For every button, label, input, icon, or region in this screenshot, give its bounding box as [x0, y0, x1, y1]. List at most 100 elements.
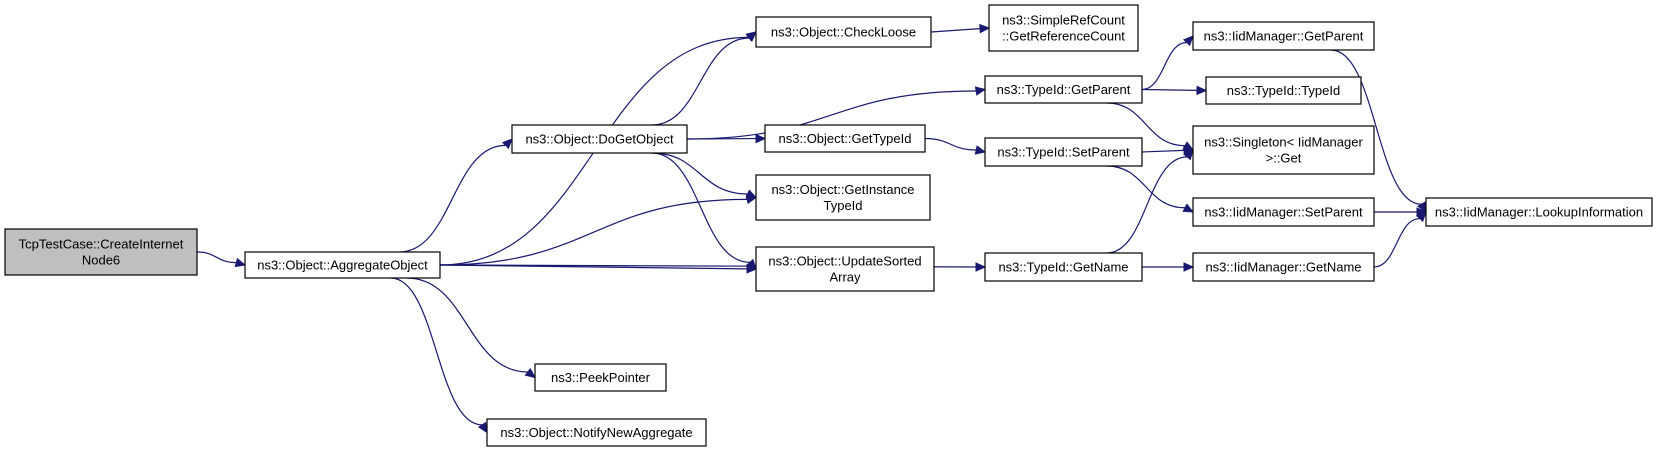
- node-object-gettypeid[interactable]: ns3::Object::GetTypeId: [764, 124, 926, 153]
- node-label: ns3::IidManager::LookupInformation: [1435, 205, 1643, 220]
- node-label: ns3::IidManager::GetParent: [1204, 29, 1364, 44]
- edge-arrowhead: [1183, 262, 1195, 272]
- edge-object-dogetobject-to-typeid-getparent: [686, 86, 987, 140]
- edge-object-dogetobject-to-object-getinstancetypeid: [651, 152, 758, 199]
- edge-arrowhead: [477, 421, 488, 434]
- node-label: ns3::Object::GetTypeId: [779, 131, 912, 146]
- node-label: ::GetReferenceCount: [1002, 29, 1125, 44]
- node-label: ns3::PeekPointer: [551, 370, 651, 385]
- node-label: Array: [829, 270, 861, 285]
- edges-layer: [196, 23, 1428, 434]
- edge-line: [1373, 217, 1420, 268]
- edge-line: [686, 90, 977, 140]
- edge-line: [924, 137, 977, 151]
- edge-object-dogetobject-to-object-checkloose: [651, 31, 757, 126]
- node-object-dogetobject[interactable]: ns3::Object::DoGetObject: [511, 124, 688, 154]
- edge-object-dogetobject-to-object-updatesortedarray: [651, 152, 757, 270]
- edge-typeid-getparent-to-iidmanager-getparent: [1141, 35, 1194, 91]
- node-singleton-iidmanager-get[interactable]: ns3::Singleton< IidManager>::Get: [1192, 125, 1375, 175]
- edge-arrowhead: [745, 31, 757, 42]
- node-simplerefcount-getreferencecount[interactable]: ns3::SimpleRefCount::GetReferenceCount: [988, 4, 1139, 52]
- node-box: [486, 418, 707, 447]
- edge-object-aggregateobject-to-peekpointer: [406, 277, 536, 379]
- edge-arrowhead: [501, 138, 513, 150]
- node-box: [1192, 125, 1375, 175]
- edge-arrowhead: [975, 262, 987, 272]
- node-box: [1192, 197, 1375, 227]
- node-typeid-getname[interactable]: ns3::TypeId::GetName: [984, 252, 1143, 282]
- node-box: [1192, 21, 1375, 51]
- node-label: ns3::SimpleRefCount: [1002, 13, 1125, 28]
- edge-arrowhead: [979, 23, 991, 34]
- edge-arrowhead: [1416, 211, 1427, 223]
- node-label: ns3::Singleton< IidManager: [1204, 135, 1363, 150]
- edge-object-checkloose-to-simplerefcount-getreferencecount: [930, 23, 991, 34]
- edge-line: [1106, 102, 1186, 147]
- edge-arrowhead: [1182, 35, 1194, 47]
- edge-line: [406, 277, 528, 373]
- edge-arrowhead: [524, 367, 536, 379]
- edge-object-aggregateobject-to-object-notifynewaggregate: [390, 277, 488, 434]
- node-peekpointer[interactable]: ns3::PeekPointer: [534, 363, 667, 392]
- edge-arrowhead: [1183, 149, 1194, 161]
- node-object-aggregateobject[interactable]: ns3::Object::AggregateObject: [244, 251, 441, 279]
- edge-line: [930, 28, 981, 33]
- node-iidmanager-getname[interactable]: ns3::IidManager::GetName: [1192, 252, 1375, 282]
- node-label: ns3::TypeId::GetName: [998, 260, 1128, 275]
- node-box: [755, 174, 931, 221]
- edge-arrowhead: [755, 133, 767, 144]
- edge-line: [651, 152, 748, 195]
- edge-tcptestcase-createinternetnode6-to-object-aggregateobject: [196, 251, 247, 268]
- edge-line: [1141, 149, 1185, 153]
- node-label: >::Get: [1266, 151, 1302, 166]
- edge-line: [1141, 88, 1198, 91]
- node-label: TcpTestCase::CreateInternet: [19, 237, 184, 252]
- node-box: [1205, 76, 1362, 105]
- node-box: [244, 251, 441, 279]
- node-label: ns3::TypeId::TypeId: [1227, 83, 1340, 98]
- node-label: Node6: [82, 253, 120, 268]
- node-object-notifynewaggregate[interactable]: ns3::Object::NotifyNewAggregate: [486, 418, 707, 447]
- node-iidmanager-setparent[interactable]: ns3::IidManager::SetParent: [1192, 197, 1375, 227]
- edge-line: [196, 251, 237, 264]
- edge-arrowhead: [746, 258, 757, 270]
- node-label: ns3::Object::UpdateSorted: [768, 254, 921, 269]
- edge-iidmanager-getname-to-iidmanager-lookupinformation: [1373, 211, 1427, 268]
- edge-typeid-setparent-to-iidmanager-setparent: [1106, 165, 1195, 213]
- edge-arrowhead: [974, 86, 987, 96]
- edge-typeid-getparent-to-typeid-typeid: [1141, 85, 1208, 96]
- node-typeid-setparent[interactable]: ns3::TypeId::SetParent: [984, 137, 1143, 167]
- node-object-checkloose[interactable]: ns3::Object::CheckLoose: [755, 16, 932, 48]
- edge-object-aggregateobject-to-object-dogetobject: [398, 138, 513, 253]
- edge-typeid-getname-to-iidmanager-getname: [1142, 262, 1195, 272]
- edge-arrowhead: [1196, 85, 1208, 96]
- node-typeid-getparent[interactable]: ns3::TypeId::GetParent: [984, 75, 1143, 104]
- node-box: [534, 363, 667, 392]
- node-label: ns3::Object::CheckLoose: [771, 25, 916, 40]
- node-box: [4, 228, 198, 276]
- edge-arrowhead: [974, 145, 987, 155]
- node-label: ns3::Object::DoGetObject: [525, 132, 674, 147]
- node-typeid-typeid[interactable]: ns3::TypeId::TypeId: [1205, 76, 1362, 105]
- node-box: [984, 252, 1143, 282]
- node-box: [1192, 252, 1375, 282]
- edge-line: [651, 152, 750, 263]
- node-box: [755, 246, 935, 292]
- edge-arrowhead: [745, 189, 758, 199]
- edge-line: [1141, 41, 1187, 91]
- node-label: ns3::IidManager::SetParent: [1204, 205, 1363, 220]
- node-box: [764, 124, 926, 153]
- node-box: [511, 124, 688, 154]
- edge-typeid-setparent-to-singleton-iidmanager-get: [1141, 145, 1195, 156]
- edge-line: [651, 37, 750, 126]
- node-iidmanager-lookupinformation[interactable]: ns3::IidManager::LookupInformation: [1425, 197, 1653, 227]
- node-iidmanager-getparent[interactable]: ns3::IidManager::GetParent: [1192, 21, 1375, 51]
- edge-object-aggregateobject-to-object-getinstancetypeid: [439, 194, 758, 266]
- node-box: [755, 16, 932, 48]
- node-label: ns3::TypeId::GetParent: [997, 82, 1131, 97]
